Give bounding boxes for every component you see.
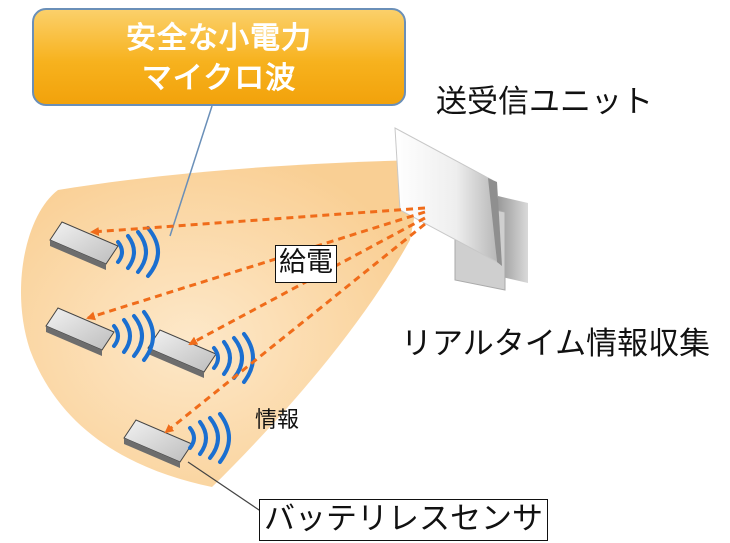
callout-line-2: マイクロ波 bbox=[141, 61, 297, 96]
power-arrow-2 bbox=[86, 210, 426, 321]
power-feed-label: 給電 bbox=[275, 245, 337, 283]
power-arrow-4 bbox=[164, 222, 426, 434]
callout-pointer bbox=[169, 105, 213, 237]
callout-line-1: 安全な小電力 bbox=[126, 21, 312, 56]
wave-icon-1 bbox=[116, 226, 160, 278]
information-label: 情報 bbox=[255, 408, 300, 433]
sensor-2 bbox=[45, 307, 115, 356]
sensor-1 bbox=[49, 221, 119, 270]
realtime-info-label: リアルタイム情報収集 bbox=[401, 326, 711, 362]
sensor-leader-line bbox=[187, 461, 263, 513]
callout-safe-microwave: 安全な小電力 マイクロ波 bbox=[32, 8, 406, 106]
microwave-beam-area bbox=[20, 160, 425, 487]
wave-icon-4 bbox=[188, 412, 231, 464]
power-arrow-1 bbox=[90, 206, 426, 236]
transceiver-unit bbox=[394, 127, 528, 291]
wave-icon-2 bbox=[112, 310, 155, 362]
transceiver-unit-label: 送受信ユニット bbox=[436, 84, 653, 120]
batteryless-sensor-label: バッテリレスセンサ bbox=[259, 499, 548, 541]
